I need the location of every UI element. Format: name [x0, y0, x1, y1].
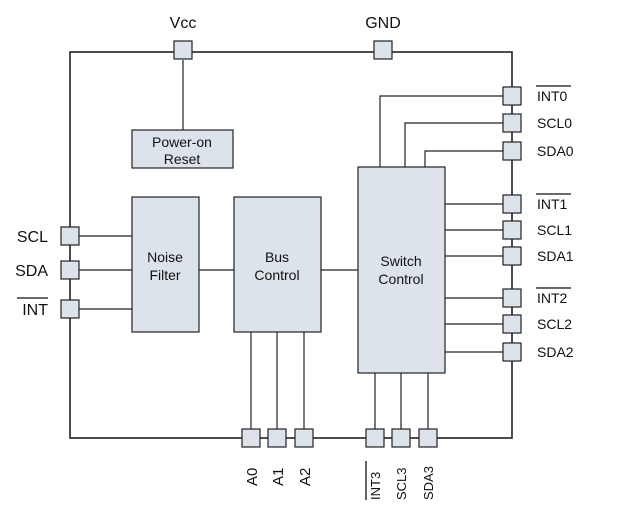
a0-pin: [241, 428, 261, 448]
bus-control-line2: Control: [254, 267, 299, 283]
sda-label: SDA: [15, 263, 48, 280]
int3-label: INT3: [368, 472, 383, 500]
bus-control-line1: Bus: [265, 249, 289, 265]
sda2-label: SDA2: [537, 344, 574, 360]
a1-pin: [267, 428, 287, 448]
switch-control-block: Switch Control: [357, 166, 446, 374]
sda1-pin: [502, 246, 522, 266]
power-on-reset-line2: Reset: [164, 151, 201, 167]
gnd-label: GND: [365, 15, 401, 32]
noise-filter-block: Noise Filter: [131, 196, 200, 333]
a1-label: A1: [270, 468, 287, 486]
a2-label: A2: [297, 468, 314, 486]
a2-pin: [294, 428, 314, 448]
pins: [60, 40, 522, 448]
scl3-pin: [391, 428, 411, 448]
switch-control-line1: Switch: [380, 253, 421, 269]
vcc-label: Vcc: [170, 15, 197, 32]
noise-filter-line1: Noise: [147, 249, 183, 265]
scl0-pin: [502, 113, 522, 133]
scl0-label: SCL0: [537, 115, 572, 131]
a0-label: A0: [244, 468, 261, 486]
sda3-pin: [418, 428, 438, 448]
sda0-pin: [502, 141, 522, 161]
scl3-label: SCL3: [394, 467, 409, 500]
bus-control-block: Bus Control: [233, 196, 322, 333]
int3-pin: [365, 428, 385, 448]
int0-label: INT0: [537, 88, 568, 104]
gnd-pin: [373, 40, 393, 60]
int-pin: [60, 299, 80, 319]
sda2-pin: [502, 342, 522, 362]
power-on-reset-block: Power-on Reset: [131, 129, 234, 169]
int1-pin: [502, 194, 522, 214]
scl-pin: [60, 226, 80, 246]
vcc-pin: [173, 40, 193, 60]
int-label: INT: [22, 302, 48, 319]
scl2-pin: [502, 314, 522, 334]
sda3-label: SDA3: [421, 466, 436, 500]
switch-control-line2: Control: [378, 271, 423, 287]
sda0-label: SDA0: [537, 143, 574, 159]
noise-filter-line2: Filter: [149, 267, 180, 283]
int0-wire: [379, 95, 504, 167]
int1-label: INT1: [537, 196, 568, 212]
scl-label: SCL: [17, 229, 48, 246]
scl1-pin: [502, 220, 522, 240]
int2-label: INT2: [537, 290, 568, 306]
power-on-reset-line1: Power-on: [152, 134, 212, 150]
sda1-label: SDA1: [537, 248, 574, 264]
int0-pin: [502, 86, 522, 106]
scl0-wire: [404, 122, 504, 167]
scl1-label: SCL1: [537, 222, 572, 238]
sda0-wire: [424, 150, 504, 167]
int2-pin: [502, 288, 522, 308]
internal-wiring: [78, 60, 504, 430]
scl2-label: SCL2: [537, 316, 572, 332]
sda-pin: [60, 260, 80, 280]
